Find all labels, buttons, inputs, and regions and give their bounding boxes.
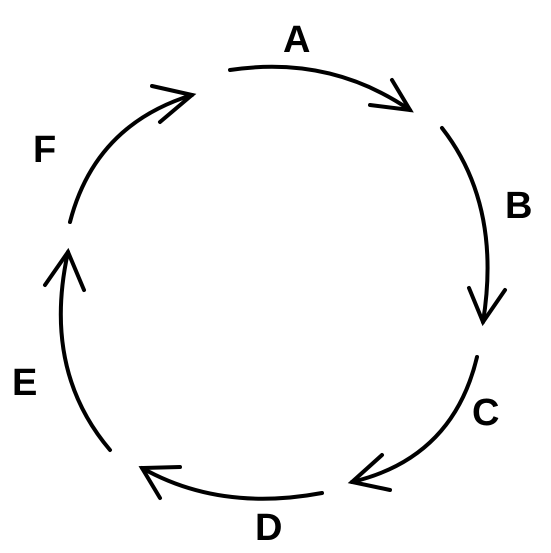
arc-a [228,64,412,112]
arrow-left-icon [347,453,392,492]
segment-a: A [228,19,414,113]
arrow-down-icon [467,286,507,327]
segment-f: F [33,84,197,224]
arrow-up-icon [43,247,86,292]
segment-e: E [12,247,112,452]
label-d: D [255,507,282,549]
arc-d [140,466,324,501]
arc-c [350,355,479,484]
segment-b: B [440,126,532,327]
segment-c: C [347,355,499,492]
label-c: C [472,392,499,434]
arc-b [440,126,490,324]
arrow-right-icon [150,84,197,124]
arc-e [58,250,112,452]
arc-f [68,93,194,224]
label-e: E [12,362,37,404]
label-a: A [283,19,310,61]
arrow-right-icon [368,78,414,113]
label-f: F [33,129,56,171]
arrow-left-icon [138,465,182,500]
segment-d: D [138,465,324,549]
label-b: B [505,185,532,227]
